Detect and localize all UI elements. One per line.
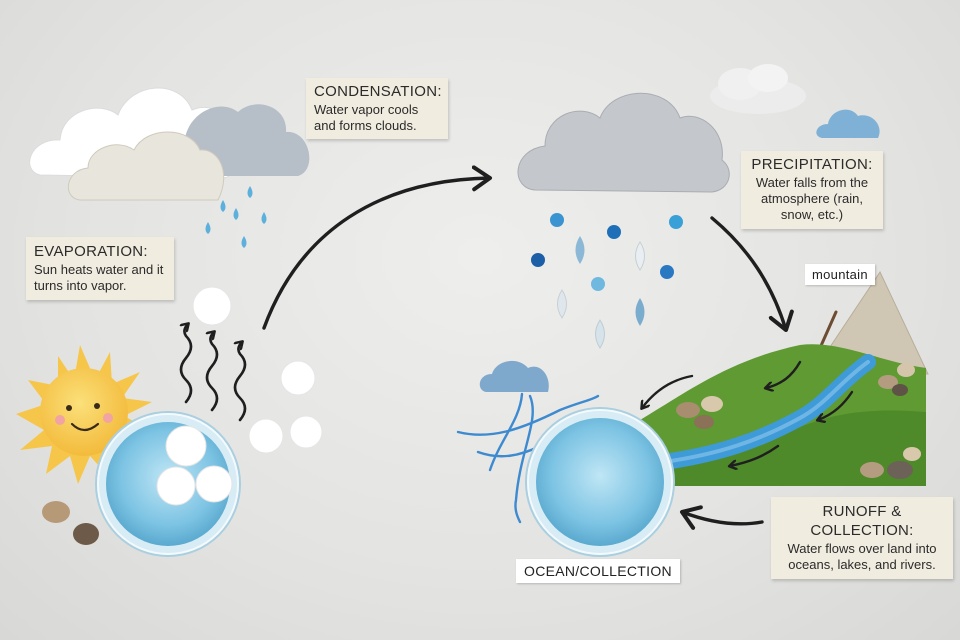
water-bowl-icon	[525, 407, 675, 557]
evaporation-body: Sun heats water and it turns into vapor.	[34, 261, 164, 293]
condensation-label: CONDENSATION: Water vapor cools and form…	[306, 78, 448, 140]
precipitation-title: PRECIPITATION:	[751, 156, 873, 173]
runoff-body: Water flows over land into oceans, lakes…	[787, 540, 937, 572]
cloud-icon	[816, 109, 880, 138]
yarn-rain	[456, 392, 600, 524]
arrow-icon	[262, 165, 794, 530]
cotton-ball-icon	[156, 286, 323, 506]
condensation-body: Water vapor cools and forms clouds.	[314, 101, 419, 133]
runoff-title: RUNOFF & COLLECTION:	[810, 503, 914, 539]
evaporation-title: EVAPORATION:	[34, 243, 148, 260]
raindrop-icon	[205, 186, 267, 248]
cloud-icon	[479, 360, 549, 392]
cloud-icon	[710, 64, 806, 114]
arrow-icon	[642, 360, 854, 466]
ocean-collection-tag: OCEAN/COLLECTION	[516, 559, 680, 583]
runoff-collection-label: RUNOFF & COLLECTION: Water flows over la…	[771, 497, 953, 579]
evaporation-label: EVAPORATION: Sun heats water and it turn…	[26, 237, 174, 301]
precipitation-label: PRECIPITATION: Water falls from the atmo…	[741, 151, 883, 229]
cloud-icon	[67, 131, 225, 201]
rock-icon	[42, 501, 99, 545]
raindrop-icon	[531, 213, 683, 349]
condensation-title: CONDENSATION:	[314, 83, 442, 100]
rock-icon	[676, 363, 921, 479]
twig-icon	[818, 310, 838, 350]
arrow-icon	[181, 324, 247, 422]
cloud-icon	[517, 92, 730, 193]
mountain-tag: mountain	[805, 264, 875, 285]
precipitation-body: Water falls from the atmosphere (rain, s…	[755, 174, 869, 223]
